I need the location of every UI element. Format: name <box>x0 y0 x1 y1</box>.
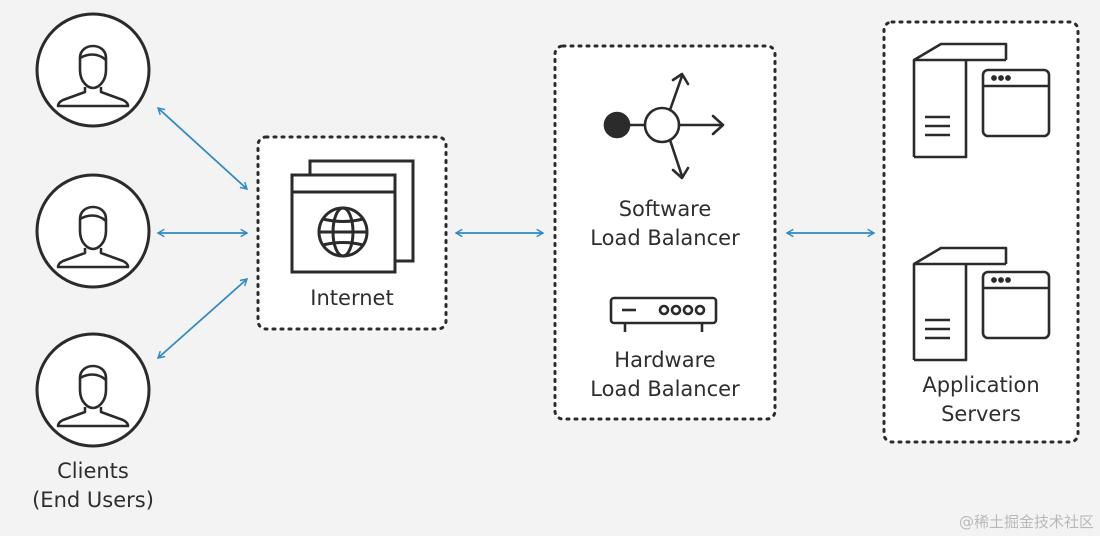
software-lb-line1: Software <box>618 197 712 221</box>
arrow-client-1-internet <box>156 107 249 190</box>
user-icon <box>56 205 130 269</box>
user-icon <box>56 364 130 428</box>
hardware-lb-line2: Load Balancer <box>590 377 740 401</box>
app-servers-line1: Application <box>922 373 1040 397</box>
internet-label-text: Internet <box>310 286 394 310</box>
app-servers-label: Application Servers <box>891 371 1071 429</box>
router-node-icon <box>603 72 725 180</box>
client-3-circle <box>35 332 151 448</box>
hardware-lb-line1: Hardware <box>614 348 716 372</box>
software-lb-line2: Load Balancer <box>590 226 740 250</box>
browser-globe-icon <box>290 159 415 274</box>
client-1-circle <box>35 12 151 128</box>
user-icon <box>56 44 130 108</box>
clients-label: Clients (End Users) <box>13 457 173 515</box>
internet-label: Internet <box>272 284 432 313</box>
client-3 <box>35 332 151 448</box>
app-servers-line2: Servers <box>941 402 1021 426</box>
loadbalancer-box <box>553 44 777 421</box>
clients-label-line2: (End Users) <box>32 488 154 512</box>
hardware-appliance-icon <box>609 296 718 332</box>
server-tower-icon <box>912 42 1051 159</box>
hardware-lb-label: Hardware Load Balancer <box>565 346 765 404</box>
software-lb-label: Software Load Balancer <box>565 195 765 253</box>
client-2 <box>35 173 151 289</box>
client-1 <box>35 12 151 128</box>
watermark: @稀土掘金技术社区 <box>958 513 1094 531</box>
arrow-client-3-internet <box>156 278 249 359</box>
client-2-circle <box>35 173 151 289</box>
server-tower-icon <box>912 246 1051 362</box>
clients-label-line1: Clients <box>57 459 129 483</box>
